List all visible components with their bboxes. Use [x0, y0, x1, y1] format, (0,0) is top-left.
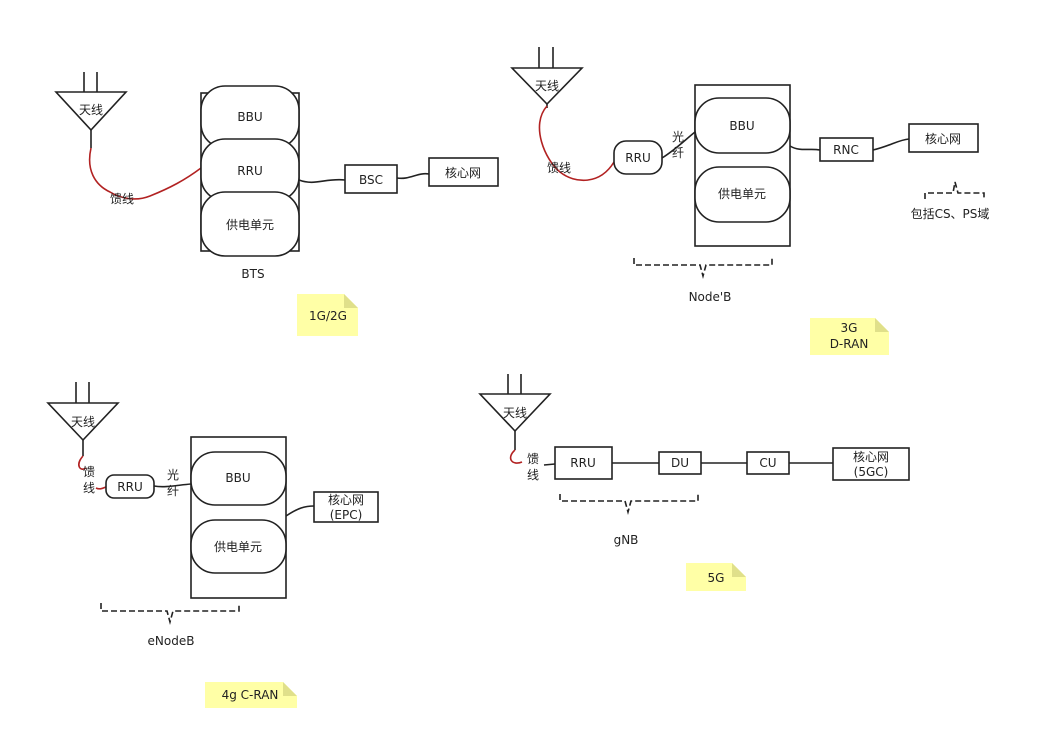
note-5g-text: 5G — [708, 571, 725, 585]
core-network-epc-box — [313, 491, 379, 523]
bbu-label: BBU — [225, 471, 250, 485]
sticky-note-4g: 4g C-RAN — [205, 682, 297, 708]
bsc-label: BSC — [359, 173, 383, 187]
core-network-label: 核心网 — [445, 166, 481, 180]
enodeb-brace — [100, 603, 240, 626]
core-network-label: 核心网 — [925, 132, 961, 146]
antenna-icon: 天线 — [54, 72, 128, 148]
power-unit-block — [190, 519, 287, 574]
feeder-cable — [88, 147, 202, 200]
feeder-cable — [78, 455, 87, 470]
core-network-5gc-box — [832, 447, 910, 481]
du-label: DU — [671, 456, 689, 470]
antenna-label: 天线 — [535, 79, 559, 93]
bsc-core-link — [396, 172, 430, 180]
feeder-label-char1: 馈 — [83, 465, 95, 479]
feeder-cable-to-rru — [95, 486, 107, 490]
core-network-box — [908, 123, 979, 153]
power-unit-block — [200, 191, 300, 257]
nodeb-rnc-link — [789, 145, 821, 151]
antenna-icon: 天线 — [510, 47, 584, 108]
antenna-label: 天线 — [79, 103, 103, 117]
fiber-label-char1: 光 — [672, 130, 684, 144]
cs-ps-brace — [924, 181, 985, 199]
bts-bsc-link — [298, 178, 346, 184]
section-4g-c-ran: 天线 馈 线 RRU 光 纤 BBU 供电单元 核心网 (EPC) eNodeB… — [46, 382, 379, 708]
enodeb-label: eNodeB — [148, 634, 195, 648]
feeder-label-char2: 线 — [527, 468, 539, 482]
sticky-note-5g: 5G — [686, 563, 746, 591]
rru-label: RRU — [117, 480, 142, 494]
antenna-label: 天线 — [71, 415, 95, 429]
note-3g-line2: D-RAN — [830, 337, 869, 351]
gnb-brace — [559, 494, 699, 516]
note-1g-2g-text: 1G/2G — [309, 309, 347, 323]
fiber-label-char1: 光 — [167, 468, 179, 482]
enodeb-core-link — [285, 505, 315, 517]
cs-ps-label: 包括CS、PS域 — [911, 206, 990, 221]
core-network-5gc-line1: 核心网 — [853, 450, 889, 464]
bbu-label: BBU — [237, 110, 262, 124]
feeder-cable — [509, 449, 523, 464]
rru-label: RRU — [237, 164, 262, 178]
sticky-note-1g-2g: 1G/2G — [297, 294, 358, 336]
nodeb-brace — [633, 258, 773, 280]
fiber-link — [661, 131, 696, 159]
fiber-link — [153, 483, 192, 488]
fiber-label-char2: 纤 — [672, 146, 684, 160]
antenna-icon: 天线 — [478, 374, 552, 450]
bbu-block — [694, 97, 791, 154]
gnb-label: gNB — [614, 533, 639, 547]
core-network-epc-line1: 核心网 — [328, 493, 364, 507]
section-3g-d-ran: 天线 馈线 RRU 光 纤 BBU 供电单元 RNC 核心网 包括CS、PS域 … — [510, 47, 990, 355]
core-network-epc-line2: (EPC) — [330, 508, 363, 522]
antenna-icon: 天线 — [46, 382, 120, 456]
power-unit-label: 供电单元 — [226, 218, 274, 232]
power-unit-block — [694, 166, 791, 223]
bbu-block — [190, 451, 287, 506]
section-1g-2g: 天线 馈线 BBU RRU 供电单元 BTS BSC 核心网 1G/2G — [54, 72, 499, 336]
bts-label: BTS — [241, 267, 264, 281]
cu-label: CU — [759, 456, 776, 470]
feeder-label-char2: 线 — [83, 481, 95, 495]
rru-label: RRU — [625, 151, 650, 165]
rnc-core-link — [872, 138, 910, 151]
note-4g-text: 4g C-RAN — [222, 688, 279, 702]
feeder-label-char1: 馈 — [527, 452, 539, 466]
power-unit-label: 供电单元 — [718, 187, 766, 201]
bbu-label: BBU — [729, 119, 754, 133]
section-5g: 天线 馈 线 RRU DU CU 核心网 (5GC) gNB 5G — [478, 374, 910, 591]
nodeb-label: Node'B — [689, 290, 732, 304]
antenna-label: 天线 — [503, 406, 527, 420]
fiber-label-char2: 纤 — [167, 484, 179, 498]
rru-box — [554, 446, 613, 480]
note-3g-line1: 3G — [841, 321, 858, 335]
bsc-box — [344, 164, 398, 194]
power-unit-label: 供电单元 — [214, 540, 262, 554]
feeder-rru-link — [543, 463, 556, 466]
sticky-note-3g: 3G D-RAN — [810, 318, 889, 355]
rru-label: RRU — [570, 456, 595, 470]
feeder-label: 馈线 — [547, 161, 571, 175]
core-network-box — [428, 157, 499, 187]
core-network-5gc-line2: (5GC) — [854, 465, 889, 479]
rnc-label: RNC — [833, 143, 859, 157]
feeder-label: 馈线 — [110, 192, 134, 206]
feeder-cable — [538, 105, 615, 182]
